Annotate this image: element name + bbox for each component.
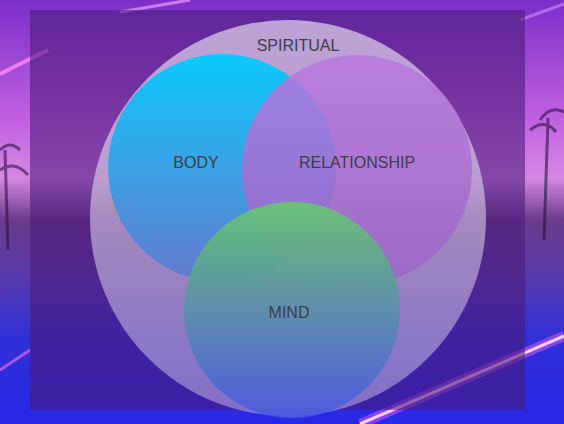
circle-label: RELATIONSHIP xyxy=(299,153,415,172)
venn-circle: SPIRITUAL BODY RELATIONSHIP MIND xyxy=(90,20,486,416)
palm-silhouette xyxy=(0,145,28,250)
circle-fill xyxy=(184,202,400,418)
circle-label: BODY xyxy=(173,153,218,172)
circle-label: SPIRITUAL xyxy=(257,36,340,55)
light-streak xyxy=(520,4,564,20)
circle-label: MIND xyxy=(269,303,310,322)
palm-silhouette xyxy=(530,110,564,240)
venn-circle: MIND xyxy=(184,202,400,418)
light-streak xyxy=(0,350,30,370)
